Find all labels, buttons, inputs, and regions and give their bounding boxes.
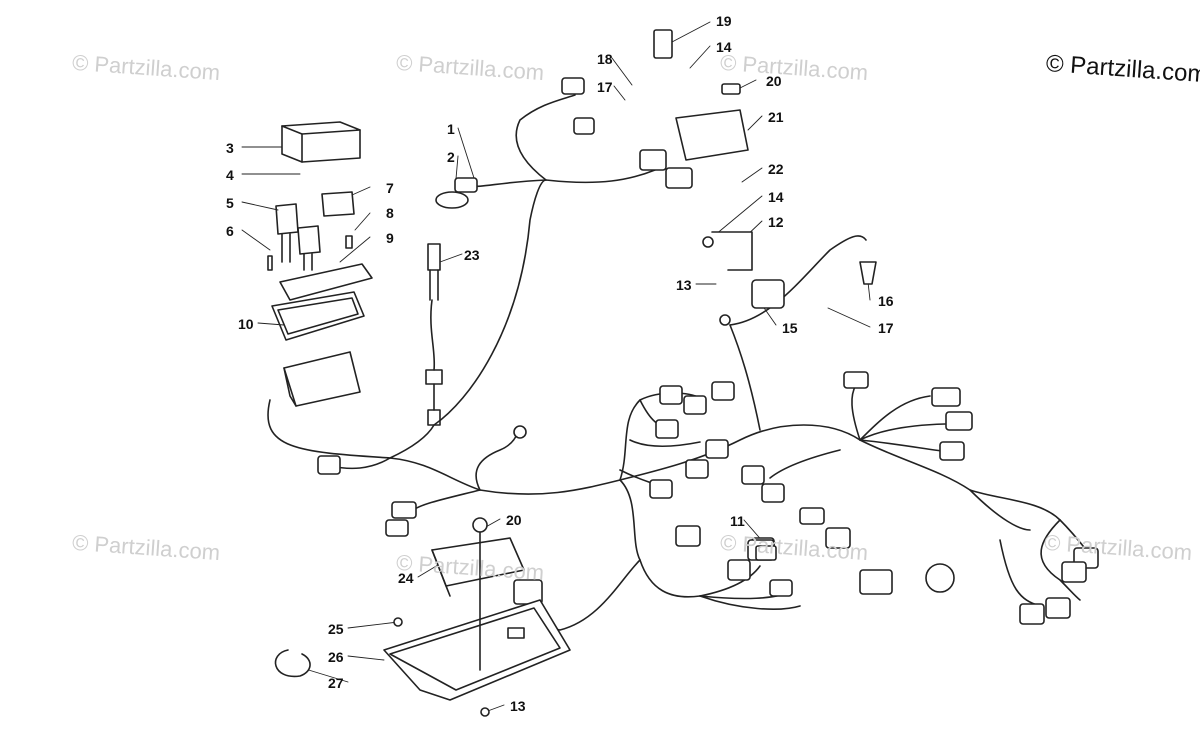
callout-23: 23 — [464, 247, 480, 263]
callout-5: 5 — [226, 195, 234, 211]
callout-9: 9 — [386, 230, 394, 246]
callout-19: 19 — [716, 13, 732, 29]
callout-18: 18 — [597, 51, 613, 67]
callout-15: 15 — [782, 320, 798, 336]
ecu-and-tray — [274, 517, 571, 717]
callout-25: 25 — [328, 621, 344, 637]
callout-14-lower: 14 — [768, 189, 784, 205]
callout-11: 11 — [730, 513, 745, 529]
callout-13-lower: 13 — [510, 698, 526, 714]
callout-1: 1 — [447, 121, 455, 137]
callout-20-upper: 20 — [766, 73, 782, 89]
callout-8: 8 — [386, 205, 394, 221]
callout-17-upper: 17 — [597, 79, 613, 95]
callout-6: 6 — [226, 223, 234, 239]
leader-lines — [241, 21, 871, 713]
callout-4: 4 — [226, 167, 234, 183]
callout-16: 16 — [878, 293, 894, 309]
o2-sensor — [425, 243, 443, 426]
fuse-box-group — [267, 121, 373, 407]
callout-10: 10 — [238, 316, 254, 332]
callout-21: 21 — [768, 109, 784, 125]
callout-3: 3 — [226, 140, 234, 156]
callout-12: 12 — [768, 214, 784, 230]
callout-24: 24 — [398, 570, 414, 586]
connectors — [317, 29, 1099, 625]
callout-13-upper: 13 — [676, 277, 692, 293]
callout-20-lower: 20 — [506, 512, 522, 528]
callout-26: 26 — [328, 649, 344, 665]
callout-27: 27 — [328, 675, 344, 691]
callout-14-upper: 14 — [716, 39, 732, 55]
callout-17-lower: 17 — [878, 320, 894, 336]
callout-2: 2 — [447, 149, 455, 165]
callout-7: 7 — [386, 180, 394, 196]
callout-22: 22 — [768, 161, 784, 177]
